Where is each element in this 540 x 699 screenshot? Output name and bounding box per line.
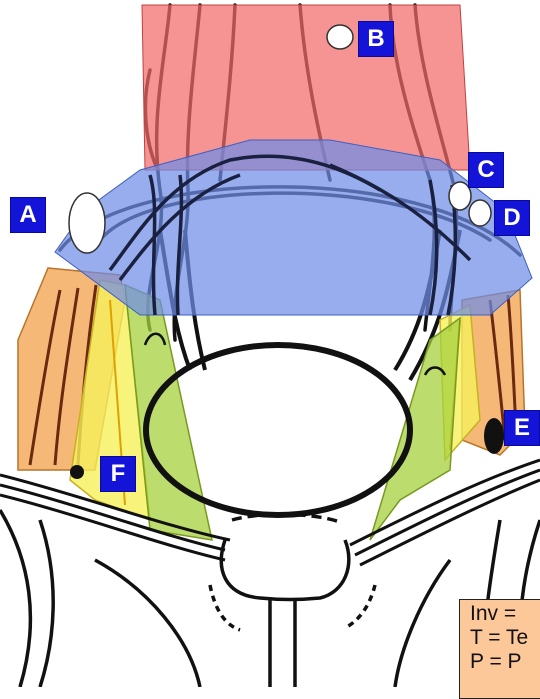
legend-line-p: P = P (470, 650, 540, 674)
node-b (327, 25, 353, 49)
node-e (484, 418, 504, 454)
marker-b: B (358, 21, 394, 57)
legend-line-inv: Inv = (470, 602, 540, 626)
marker-a: A (10, 197, 46, 233)
node-a (69, 193, 105, 253)
marker-e: E (504, 410, 540, 446)
legend-box: Inv = T = Te P = P (459, 599, 540, 699)
node-f (70, 465, 84, 479)
marker-c: C (468, 152, 504, 188)
node-d (469, 200, 491, 226)
legend-line-t: T = Te (470, 626, 540, 650)
marker-f: F (100, 456, 136, 492)
marker-d: D (494, 200, 530, 236)
